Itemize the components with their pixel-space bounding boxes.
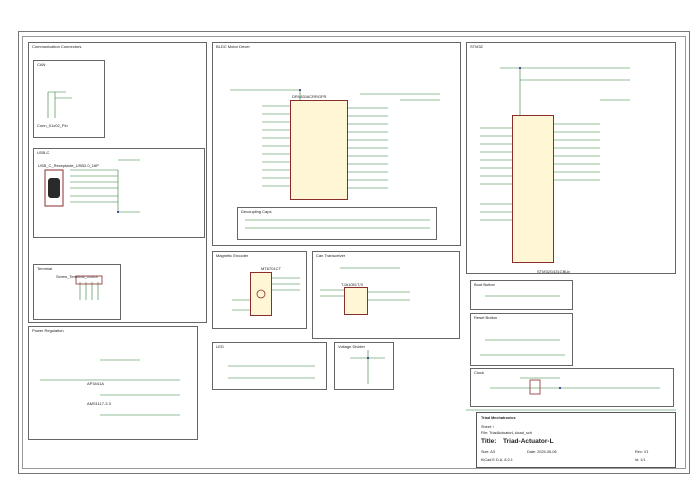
block-title-bldc: BLDC Motor Driver xyxy=(216,44,250,49)
block-title-led: LED xyxy=(216,344,224,349)
block-title-comm: Communication Connectors xyxy=(32,44,82,49)
block-usb-c: USB-C USB_C_Receptacle_USB2.0_16P xyxy=(33,148,205,238)
driver-ic-label: DRV8316CRRGFR xyxy=(292,94,327,99)
block-title-can-transceiver: Can Transceiver xyxy=(316,253,346,258)
block-can: CAN Conn_01x02_Pin xyxy=(33,60,105,138)
buck-label: AP3441A xyxy=(87,381,104,386)
title-block-title: Triad-Actuator-L xyxy=(503,438,554,445)
block-boot-button: Boot Button xyxy=(470,280,573,310)
regulator-label: AMS1117-3.3 xyxy=(87,401,111,406)
title-block-size: Size: A3 xyxy=(481,450,495,454)
block-title-decoupling: Decoupling Caps xyxy=(241,209,272,214)
title-block-sheet: Sheet: / xyxy=(481,425,495,429)
title-block-title-prefix: Title: xyxy=(481,438,497,445)
block-title-usbc: USB-C xyxy=(37,150,50,155)
block-title-terminal: Terminal xyxy=(37,266,53,271)
title-block: Triad Mechatronics Sheet: / File: TriadA… xyxy=(476,412,676,468)
block-title-can: CAN xyxy=(37,62,46,67)
block-bldc-motor-driver: BLDC Motor Driver xyxy=(212,42,461,246)
block-decoupling-caps: Decoupling Caps xyxy=(237,207,437,240)
block-communication-connectors: Communication Connectors xyxy=(28,42,207,323)
block-title-magnetic: Magnetic Encoder xyxy=(216,253,249,258)
sheet-border-inner xyxy=(22,36,686,469)
block-title-voltage-divider: Voltage Divider xyxy=(338,344,365,349)
block-terminal: Terminal Screw_Terminal_01x03 xyxy=(33,264,121,320)
block-title-stm32: STM32 xyxy=(470,44,483,49)
driver-ic-body xyxy=(290,100,348,200)
block-title-clock: Clock xyxy=(474,370,485,375)
encoder-ic-body xyxy=(250,272,272,316)
mcu-body xyxy=(512,115,554,263)
mcu-label: STM32G431CBUx xyxy=(537,269,571,274)
title-block-date: Date: 2025-05-06 xyxy=(527,450,557,454)
encoder-ic-label: MT6701CT xyxy=(261,266,282,271)
block-title-boot: Boot Button xyxy=(474,282,495,287)
title-block-rev: Rev: V1 xyxy=(635,450,649,454)
can-ic-label: TJA1051T/3 xyxy=(341,282,363,287)
can-connector-label: Conn_01x02_Pin xyxy=(37,123,68,128)
block-can-transceiver: Can Transceiver TJA1051T/3 xyxy=(312,251,460,339)
block-stm32: STM32 STM32G431CBUx xyxy=(466,42,676,274)
block-magnetic-encoder: Magnetic Encoder MT6701CT xyxy=(212,251,307,329)
usb-connector-label: USB_C_Receptacle_USB2.0_16P xyxy=(38,163,99,168)
block-voltage-divider: Voltage Divider xyxy=(334,342,394,390)
block-reset-button: Reset Button xyxy=(470,313,573,366)
can-ic-body xyxy=(344,287,368,315)
title-block-company: Triad Mechatronics xyxy=(481,416,516,420)
block-power-regulation: Power Regulation AP3441A AMS1117-3.3 xyxy=(28,326,198,440)
block-clock: Clock xyxy=(470,368,674,407)
terminal-connector-label: Screw_Terminal_01x03 xyxy=(56,274,98,279)
title-block-file: File: TriadActuatorL.kicad_sch xyxy=(481,431,532,435)
title-block-id: Id: 1/1 xyxy=(635,458,646,462)
title-block-tool: KiCad E.D.A. 8.0.1 xyxy=(481,458,513,462)
block-title-power: Power Regulation xyxy=(32,328,64,333)
block-title-reset: Reset Button xyxy=(474,315,498,320)
block-led: LED xyxy=(212,342,327,390)
